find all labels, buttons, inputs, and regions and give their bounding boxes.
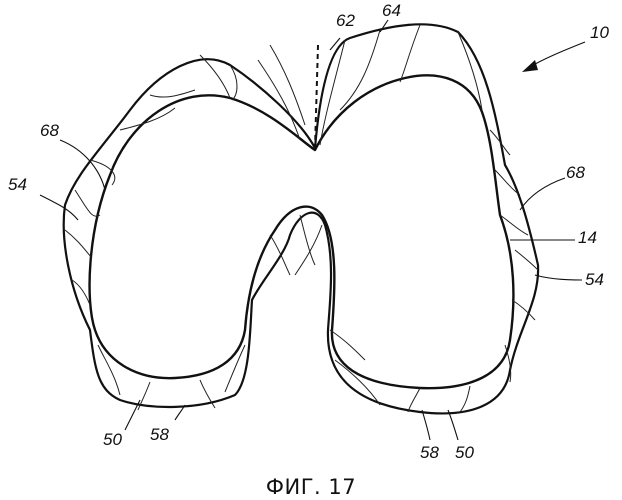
ref-54-right: 54 bbox=[585, 270, 604, 289]
ref-54-left: 54 bbox=[8, 175, 27, 194]
ref-58-right: 58 bbox=[420, 443, 439, 462]
assembly-arrow bbox=[522, 42, 585, 72]
figure-caption: ФИГ. 17 bbox=[266, 475, 356, 499]
bearing-surface bbox=[90, 75, 514, 388]
ref-62: 62 bbox=[336, 11, 355, 30]
ref-14: 14 bbox=[578, 228, 597, 247]
ref-10: 10 bbox=[590, 23, 609, 42]
ref-50-right: 50 bbox=[455, 443, 474, 462]
ref-58-left: 58 bbox=[150, 425, 169, 444]
ref-50-left: 50 bbox=[103, 430, 122, 449]
ref-68-right: 68 bbox=[566, 163, 585, 182]
ref-64: 64 bbox=[382, 1, 401, 20]
ref-68-left: 68 bbox=[40, 121, 59, 140]
